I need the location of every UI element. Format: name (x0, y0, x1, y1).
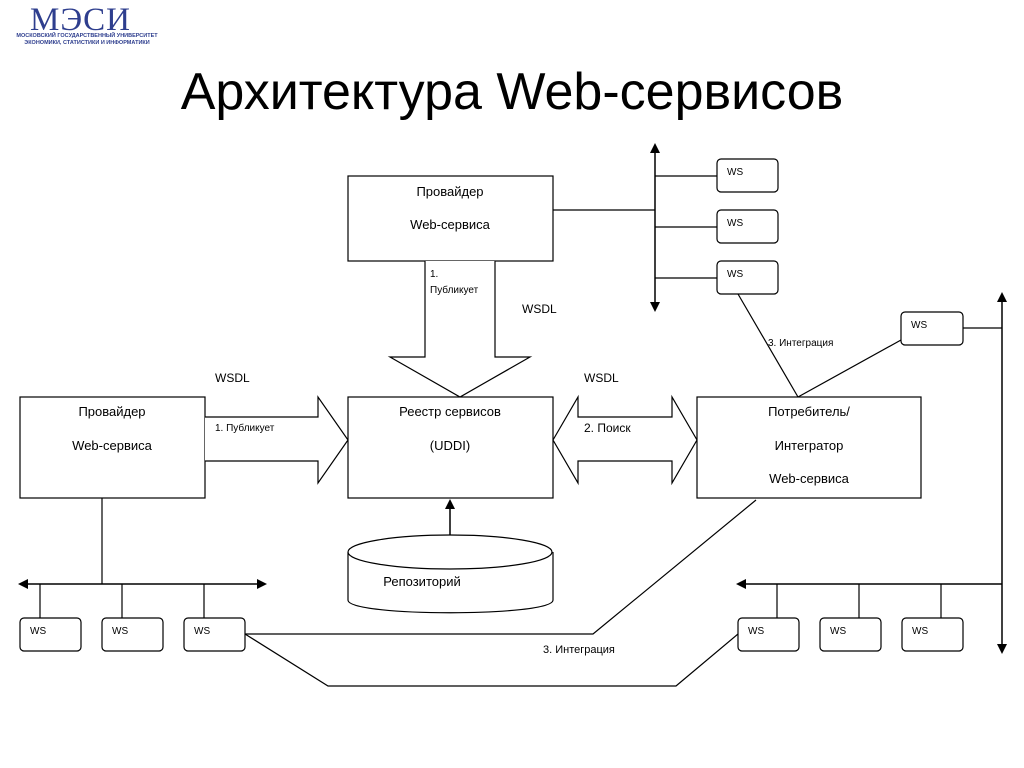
ws-label: WS (112, 626, 128, 637)
provider-left-box (19, 396, 206, 499)
wsdl-left-label: WSDL (215, 371, 250, 385)
registry-line1: Реестр сервисов (399, 404, 501, 419)
provider-left-line1: Провайдер (78, 404, 145, 419)
repository-label: Репозиторий (383, 574, 460, 589)
integration-top-line2 (797, 339, 902, 398)
page-title: Архитектура Web-сервисов (180, 63, 844, 121)
consumer-line1: Потребитель/ (768, 404, 850, 419)
ws-label: WS (727, 269, 743, 280)
search-label: 2. Поиск (584, 421, 631, 435)
consumer-line2: Интегратор (775, 438, 844, 453)
logo-subtitle-line2: ЭКОНОМИКИ, СТАТИСТИКИ И ИНФОРМАТИКИ (24, 40, 150, 46)
ws-label: WS (727, 167, 743, 178)
consumer-box (696, 396, 922, 499)
logo-subtitle: МОСКОВСКИЙ ГОСУДАРСТВЕННЫЙ УНИВЕРСИТЕТ Э… (12, 33, 162, 47)
ws-box (716, 209, 779, 244)
ws-label: WS (30, 626, 46, 637)
ws-box (901, 617, 964, 652)
provider-left-line2: Web-сервиса (72, 438, 152, 453)
ws-label: WS (727, 218, 743, 229)
ws-box (19, 617, 82, 652)
ws-label: WS (748, 626, 764, 637)
ws-label: WS (912, 626, 928, 637)
integration-bottom-label: 3. Интеграция (543, 644, 615, 656)
ws-label: WS (911, 320, 927, 331)
integration-bottom-line2 (244, 633, 739, 687)
provider-top-box (347, 175, 554, 262)
ws-box (819, 617, 882, 652)
logo-subtitle-line1: МОСКОВСКИЙ ГОСУДАРСТВЕННЫЙ УНИВЕРСИТЕТ (16, 33, 158, 39)
registry-box (347, 396, 554, 499)
ws-label: WS (194, 626, 210, 637)
logo: МЭСИ (30, 2, 131, 38)
publish-down-arrow (387, 261, 533, 398)
provider-top-line2: Web-сервиса (410, 217, 490, 232)
repository-top (347, 534, 553, 570)
publish-top-label: Публикует (430, 284, 479, 296)
ws-box (101, 617, 164, 652)
ws-box (716, 158, 779, 193)
publish-left-label: 1. Публикует (215, 422, 275, 434)
ws-label: WS (830, 626, 846, 637)
publish-right-arrow (205, 395, 349, 485)
provider-top-line1: Провайдер (416, 184, 483, 199)
integration-top-label: 3. Интеграция (768, 338, 833, 349)
registry-line2: (UDDI) (430, 438, 470, 453)
consumer-line3: Web-сервиса (769, 471, 849, 486)
wsdl-top-label: WSDL (522, 302, 557, 316)
ws-box (716, 260, 779, 295)
wsdl-right-label: WSDL (584, 371, 619, 385)
integration-bottom-line1 (245, 499, 757, 635)
search-double-arrow (552, 394, 698, 486)
integration-top-line1 (737, 293, 799, 398)
publish-top-num: 1. (430, 269, 438, 280)
